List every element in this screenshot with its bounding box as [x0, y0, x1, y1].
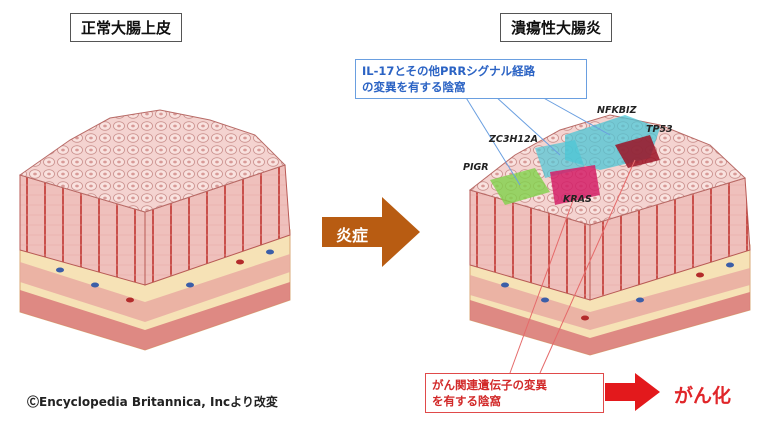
cancer-callout-line2: を有する陰窩 [432, 394, 501, 408]
il17-callout-line2: の変異を有する陰窩 [362, 80, 466, 94]
il17-callout-connectors [464, 95, 611, 186]
cancer-arrow [605, 373, 660, 411]
uc-tissue-block [468, 114, 751, 356]
cancer-result-label: がん化 [674, 385, 732, 407]
gene-label-zc3h12a: ZC3H12A [489, 134, 538, 145]
gene-label-nfkbiz: NFKBIZ [597, 105, 637, 116]
gene-label-tp53: TP53 [646, 124, 673, 135]
cancer-gene-callout: がん関連遺伝子の変異 を有する陰窩 [425, 373, 604, 413]
inflammation-arrow [322, 197, 420, 267]
uc-submucosa-cells [501, 262, 734, 321]
copyright-credit: ⒸEncyclopedia Britannica, Incより改変 [27, 395, 278, 409]
normal-epithelium-title: 正常大腸上皮 [70, 13, 183, 42]
inflammation-arrow-label: 炎症 [336, 226, 369, 245]
cancer-callout-line1: がん関連遺伝子の変異 [432, 378, 547, 392]
normal-tissue-block [18, 109, 291, 351]
uc-title: 潰瘍性大腸炎 [500, 13, 613, 42]
cancer-callout-connectors [509, 159, 636, 374]
mutant-crypt-patches [490, 115, 660, 205]
gene-label-pigr: PIGR [463, 162, 489, 173]
il17-callout-line1: IL-17とその他PRRシグナル経路 [362, 64, 536, 78]
il17-callout: IL-17とその他PRRシグナル経路 の変異を有する陰窩 [355, 59, 587, 99]
normal-submucosa-cells [56, 249, 274, 303]
gene-label-kras: KRAS [563, 194, 592, 205]
